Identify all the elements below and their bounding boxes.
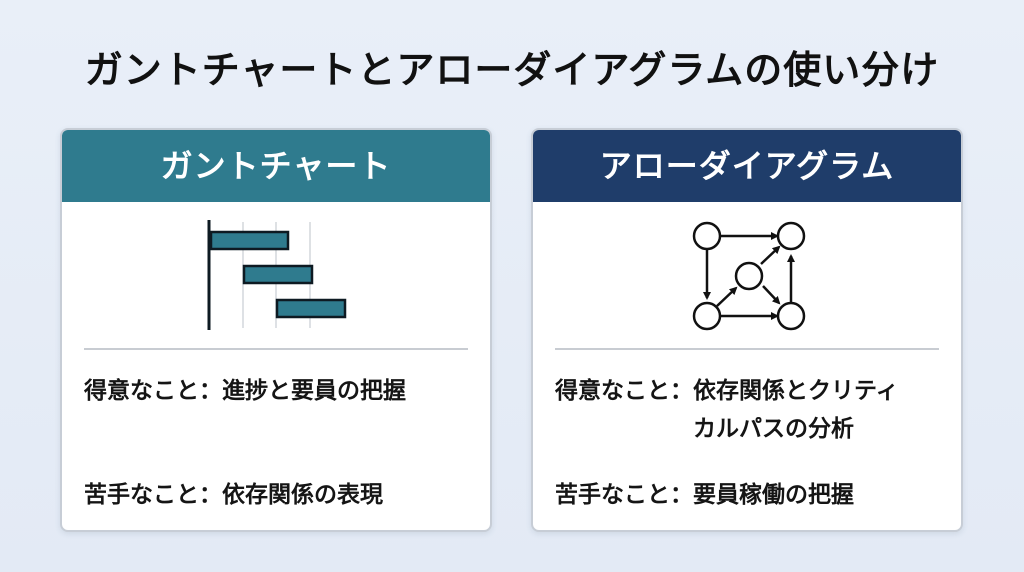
gantt-weakness-label: 苦手なこと： [84,482,222,508]
arrow-card-title: アローダイアグラム [533,130,961,202]
arrow-strength-value: 依存関係とクリティカルパスの分析 [693,378,899,442]
arrow-node [776,221,806,251]
gantt-weakness: 苦手なこと：依存関係の表現 [84,476,474,514]
arrow-diagram-card: アローダイアグラム 得意なこと：依存関係とクリティカルパスの分析 苦手なこと：要… [531,128,963,532]
gantt-card-title: ガントチャート [62,130,490,202]
gantt-weakness-value: 依存関係の表現 [222,482,383,508]
arrow-strength: 得意なこと：依存関係とクリティカルパスの分析 [555,372,947,448]
gantt-strength: 得意なこと：進捗と要員の把握 [84,372,474,410]
arrow-edge [716,286,738,307]
arrow-node [734,261,764,291]
gantt-chart-card: ガントチャート 得意なこと：進捗と要員の把握 苦手なこと：依存関係の表現 [60,128,492,532]
gantt-chart-icon [207,220,347,330]
arrow-node [692,221,722,251]
gantt-task-bar [275,298,347,319]
arrow-node [776,301,806,331]
arrow-divider [555,348,939,350]
arrow-diagram-icon [692,221,806,331]
gantt-strength-value: 進捗と要員の把握 [222,378,406,404]
gantt-task-bar [242,264,314,285]
arrow-edge [760,245,781,265]
arrow-weakness: 苦手なこと：要員稼働の把握 [555,476,945,514]
gantt-divider [84,348,468,350]
arrow-weakness-value: 要員稼働の把握 [693,482,854,508]
arrow-strength-label: 得意なこと： [555,378,693,404]
gantt-strength-label: 得意なこと： [84,378,222,404]
gantt-task-bar [209,230,290,251]
page-title: ガントチャートとアローダイアグラムの使い分け [84,48,940,92]
arrow-edge [762,285,781,305]
arrow-weakness-label: 苦手なこと： [555,482,693,508]
arrow-node [692,301,722,331]
